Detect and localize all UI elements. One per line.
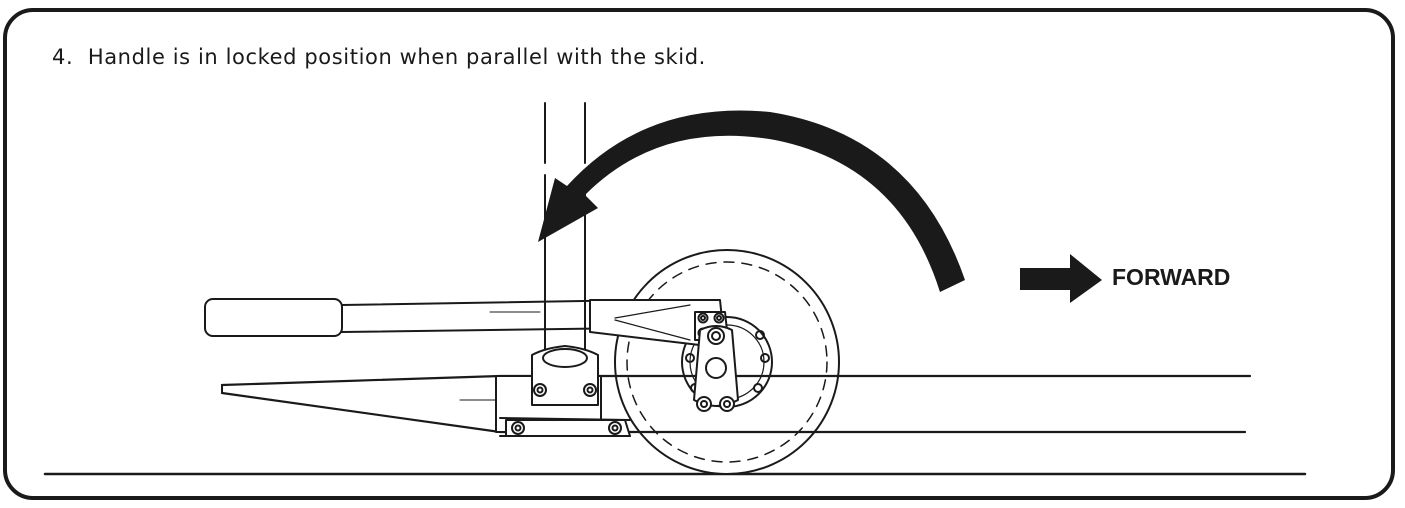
step-number: 4. xyxy=(52,45,74,69)
forward-label: FORWARD xyxy=(1112,264,1231,290)
tow-handle xyxy=(204,298,726,349)
locking-lever xyxy=(693,325,739,412)
diagram-frame xyxy=(3,8,1395,500)
step-text: Handle is in locked position when parall… xyxy=(87,45,706,69)
forward-arrow-icon xyxy=(1020,254,1102,303)
rotation-arrow-icon xyxy=(538,110,965,292)
base-clamp xyxy=(505,419,631,437)
lift-handle-vertical xyxy=(531,102,599,406)
instruction-text: 4. Handle is in locked position when par… xyxy=(52,45,706,69)
